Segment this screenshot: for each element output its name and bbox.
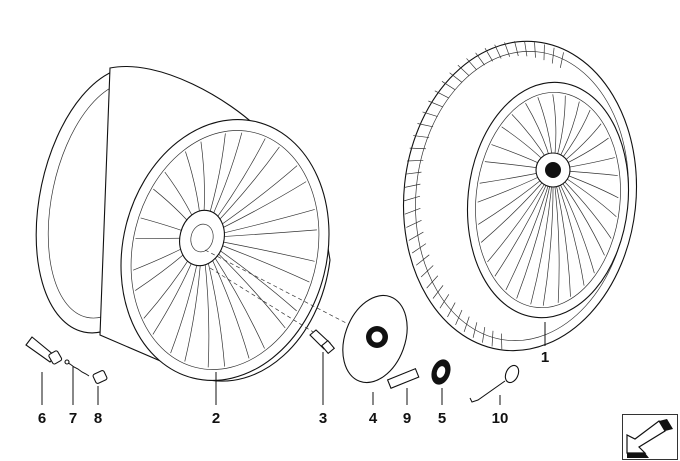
callout-label[interactable]: 2 [212,410,220,427]
tread-mark [441,81,456,90]
tread-mark [409,147,426,150]
tread-mark [559,52,564,68]
valve-part[interactable] [25,336,63,365]
tread-mark [416,254,430,266]
callout-label[interactable]: 4 [369,410,378,427]
tread-mark [432,285,444,299]
callout-2[interactable]: 2 [212,372,220,427]
callout-5[interactable]: 5 [438,388,446,427]
tread-mark [524,41,528,57]
tread-mark [404,207,421,215]
navigate-back-button[interactable] [622,414,678,460]
tread-mark [420,265,434,278]
wheel-bolt-part[interactable] [309,329,336,355]
tread-mark [426,275,439,289]
rim-left[interactable] [14,53,356,403]
callout-label[interactable]: 7 [69,410,77,427]
tread-mark [494,44,502,59]
tread-mark [484,48,494,62]
tread-mark [434,90,449,99]
tread-mark [406,219,422,228]
tread-mark [504,42,510,57]
tread-mark [455,309,463,326]
callout-label[interactable]: 5 [438,410,446,427]
tread-mark [534,42,536,58]
tread-mark [439,294,450,309]
label-part[interactable] [386,367,420,389]
callout-4[interactable]: 4 [369,392,378,427]
callout-9[interactable]: 9 [403,388,411,427]
tread-mark [404,183,421,188]
tread-mark [406,159,424,162]
hub-cap-part[interactable] [331,286,418,391]
callout-6[interactable]: 6 [38,372,46,427]
tread-mark [466,58,477,71]
valve-cap-part[interactable] [92,370,108,384]
tread-mark [417,123,434,128]
tread-mark [422,111,438,117]
wheel-with-tyre[interactable] [388,30,651,363]
tread-mark [408,231,424,241]
puller-part[interactable] [469,363,521,403]
bmw-logo-icon [545,162,561,178]
tread-mark [449,72,462,83]
tread-mark [475,52,485,66]
tread-mark [472,322,478,338]
assembly-line [209,267,319,336]
tread-mark [482,326,486,343]
callout-label[interactable]: 8 [94,410,102,427]
callout-label[interactable]: 3 [319,410,327,427]
tread-mark [457,64,470,76]
callout-label[interactable]: 9 [403,410,411,427]
tread-mark [403,195,421,202]
tread-mark [428,100,443,108]
tread-mark [405,171,422,175]
assembly-line [204,249,351,326]
callout-8[interactable]: 8 [94,386,102,427]
tread-mark [514,41,519,57]
callout-3[interactable]: 3 [319,352,327,427]
callout-label[interactable]: 1 [541,349,549,366]
valve-insert-part[interactable] [64,359,90,377]
tread-mark [551,47,555,64]
callout-10[interactable]: 10 [492,395,509,427]
callout-label[interactable]: 10 [492,410,509,427]
emblem-part[interactable] [428,357,454,388]
callout-7[interactable]: 7 [69,366,77,427]
tread-mark [447,302,456,318]
callout-1[interactable]: 1 [541,322,549,366]
callout-label[interactable]: 6 [38,410,46,427]
tread-mark [463,316,470,332]
tread-mark [413,135,430,138]
arrow-down-left-icon [626,419,673,458]
tread-mark [491,330,494,347]
tread-mark [411,243,427,254]
